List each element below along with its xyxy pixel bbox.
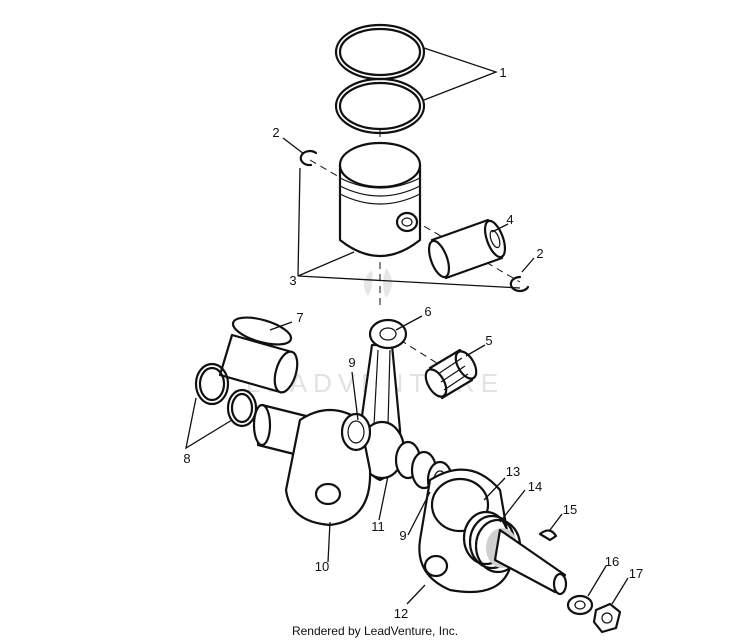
callout-7: 7	[296, 310, 303, 325]
circlip-upper	[299, 149, 318, 167]
woodruff-key	[538, 529, 558, 542]
callout-15: 15	[563, 502, 577, 517]
needle-bearing-small	[424, 348, 478, 400]
callout-16: 16	[605, 554, 619, 569]
callout-11: 11	[371, 519, 385, 534]
crank-pin	[218, 316, 299, 394]
callout-2-upper: 2	[272, 125, 279, 140]
piston-pin	[427, 218, 507, 280]
piston-rings	[334, 23, 426, 135]
crank-half-left	[252, 403, 372, 527]
callout-labels: 1 2 2 3 4 5 6 7 8 9 9 10 11 12 13 14 15 …	[183, 65, 643, 621]
render-credit: Rendered by LeadVenture, Inc.	[291, 624, 459, 638]
callout-1: 1	[499, 65, 506, 80]
callout-9-upper: 9	[348, 355, 355, 370]
callout-4: 4	[506, 212, 513, 227]
washer	[566, 594, 594, 616]
callout-12: 12	[394, 606, 408, 621]
callout-9-lower: 9	[399, 528, 406, 543]
crank-seals	[194, 362, 258, 428]
callout-3: 3	[289, 273, 296, 288]
callout-14: 14	[528, 479, 542, 494]
callout-8: 8	[183, 451, 190, 466]
crank-half-right	[418, 468, 568, 596]
callout-5: 5	[485, 333, 492, 348]
callout-13: 13	[506, 464, 520, 479]
leader-lines	[185, 47, 629, 605]
nut	[592, 602, 622, 634]
circlip-lower	[509, 275, 530, 293]
piston	[338, 141, 422, 258]
connecting-rod	[358, 318, 408, 482]
callout-2-lower: 2	[536, 246, 543, 261]
callout-17: 17	[629, 566, 643, 581]
callout-6: 6	[424, 304, 431, 319]
callout-10: 10	[315, 559, 329, 574]
